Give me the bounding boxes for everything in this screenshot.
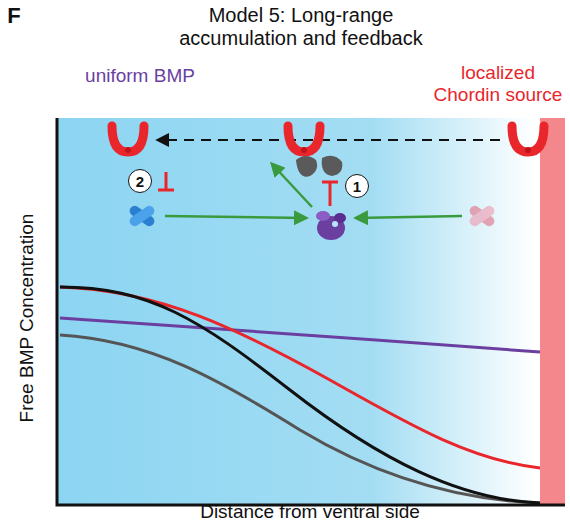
bmp-complex: [316, 211, 346, 240]
chordin-shading: [125, 147, 531, 153]
background-field: [57, 118, 565, 505]
panel-title: Model 5: Long-range accumulation and fee…: [170, 4, 432, 50]
callout-number: 2: [136, 174, 144, 189]
chordin-icons: [112, 126, 544, 152]
inhibition-symbols: [158, 172, 338, 206]
grey-curve: [60, 335, 540, 503]
cleaved-chordin: [296, 156, 342, 177]
callout-number: 1: [353, 179, 361, 194]
bmp-pink: [468, 204, 497, 228]
x-axis-title: Distance from ventral side: [200, 501, 420, 522]
activation-arrows: [165, 164, 462, 218]
black-curve: [60, 287, 540, 503]
bmp-blue: [128, 204, 157, 228]
red-curve: [60, 287, 540, 468]
callout-circle: 2: [128, 169, 152, 193]
chordin-label: localized Chordin source: [428, 62, 568, 106]
panel-letter: F: [7, 3, 20, 28]
chordin-source-band: [540, 118, 565, 505]
y-axis-title: Free BMP Concentration: [16, 214, 38, 423]
callout-circle: 1: [345, 174, 369, 198]
bmp-label: uniform BMP: [85, 65, 195, 87]
axes: [57, 118, 565, 505]
diffusion-arrow: [158, 139, 500, 141]
